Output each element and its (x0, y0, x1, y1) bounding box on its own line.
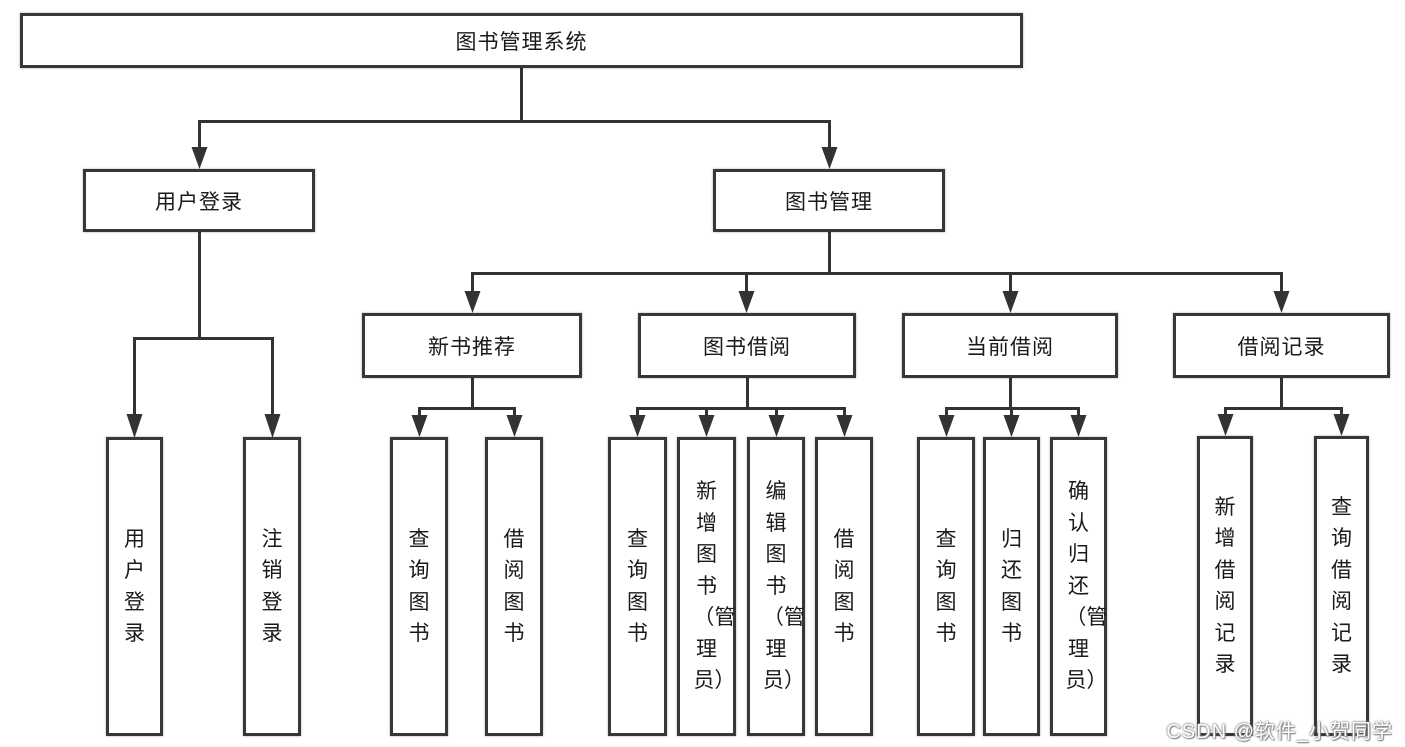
node-current-borrow: 当前借阅 (902, 313, 1118, 378)
leaf-edit-books-admin: 编辑图书（管理员） (747, 437, 805, 736)
node-user-login: 用户登录 (83, 169, 315, 232)
node-root-label: 图书管理系统 (455, 30, 588, 54)
leaf-query-books-recommend-label: 查询图书 (408, 527, 430, 646)
leaf-add-books-admin: 新增图书（管理员） (677, 437, 736, 736)
node-new-book-recommend: 新书推荐 (362, 313, 582, 378)
node-book-borrow-label: 图书借阅 (703, 335, 791, 359)
leaf-add-borrow-record-label: 新增借阅记录 (1214, 495, 1236, 677)
leaf-edit-books-admin-label: 编辑图书（管理员） (762, 480, 805, 693)
leaf-borrow-books-recommend: 借阅图书 (485, 437, 543, 736)
leaf-user-login-label: 用户登录 (124, 527, 145, 646)
leaf-borrow-books-label: 借阅图书 (833, 527, 855, 646)
leaf-return-books: 归还图书 (983, 437, 1040, 736)
leaf-query-borrow-record: 查询借阅记录 (1314, 436, 1369, 736)
node-borrow-records: 借阅记录 (1173, 313, 1390, 378)
leaf-query-books-borrow-label: 查询图书 (627, 527, 648, 646)
node-current-borrow-label: 当前借阅 (966, 335, 1054, 359)
leaf-confirm-return-admin: 确认归还（管理员） (1050, 437, 1107, 736)
watermark: CSDN @软件_小贺同学 (1166, 721, 1393, 743)
arrowheads (126, 147, 1350, 438)
leaf-query-borrow-record-label: 查询借阅记录 (1331, 495, 1352, 677)
node-book-borrow: 图书借阅 (638, 313, 856, 378)
leaf-confirm-return-admin-label: 确认归还（管理员） (1065, 480, 1108, 693)
leaf-query-books-current: 查询图书 (917, 437, 975, 736)
leaf-query-books-current-label: 查询图书 (935, 527, 957, 646)
leaf-query-books-recommend: 查询图书 (390, 437, 448, 736)
leaf-add-books-admin-label: 新增图书（管理员） (693, 480, 736, 693)
leaf-borrow-books-recommend-label: 借阅图书 (503, 527, 525, 646)
node-root: 图书管理系统 (20, 13, 1023, 68)
leaf-query-books-borrow: 查询图书 (608, 437, 667, 736)
node-book-mgmt-label: 图书管理 (785, 190, 873, 214)
node-user-login-label: 用户登录 (155, 190, 243, 214)
leaf-add-borrow-record: 新增借阅记录 (1197, 436, 1253, 736)
leaf-return-books-label: 归还图书 (1001, 527, 1022, 646)
leaf-logout: 注销登录 (243, 437, 301, 736)
leaf-borrow-books: 借阅图书 (815, 437, 873, 736)
leaf-user-login: 用户登录 (106, 437, 163, 736)
node-borrow-records-label: 借阅记录 (1237, 335, 1326, 359)
leaf-logout-label: 注销登录 (261, 527, 283, 646)
node-book-mgmt: 图书管理 (713, 169, 945, 232)
node-new-book-recommend-label: 新书推荐 (428, 335, 516, 359)
